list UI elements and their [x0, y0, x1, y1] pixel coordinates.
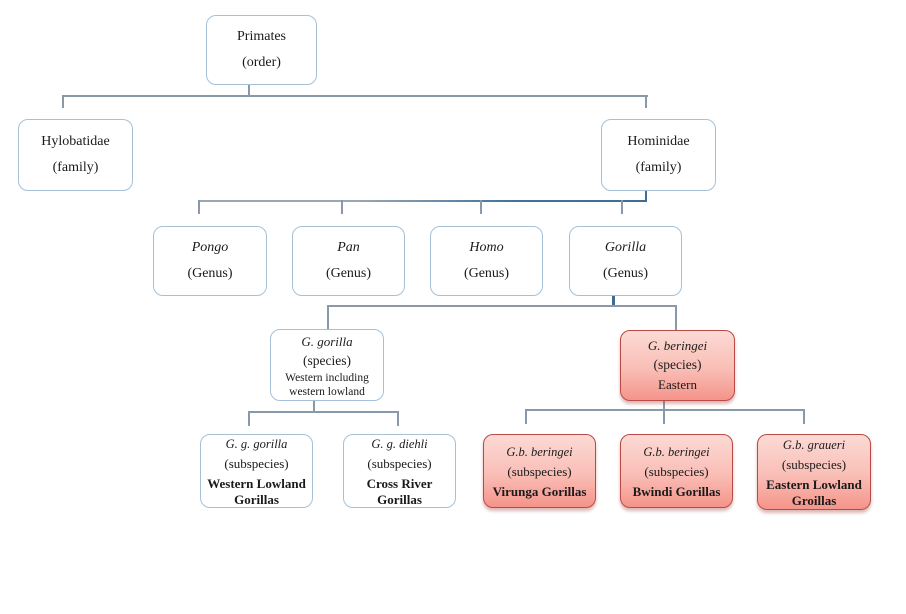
connector-gg-gorilla-drop: [248, 411, 250, 426]
connector-virunga-drop: [525, 409, 527, 424]
connector-graueri-drop: [803, 409, 805, 424]
connector-homo-drop: [480, 200, 482, 214]
node-rank: (Genus): [602, 266, 649, 281]
node-gg-diehli: G. g. diehli (subspecies) Cross River Go…: [343, 434, 456, 508]
connector-eastern-subspecies-branch: [525, 409, 805, 411]
node-rank: (order): [242, 55, 281, 70]
node-rank: (Genus): [463, 266, 510, 281]
connector-genus-branch: [198, 200, 647, 202]
node-name: G. g. gorilla: [225, 436, 288, 451]
node-rank: (family): [635, 160, 682, 175]
node-name: G.b. graueri: [782, 437, 846, 452]
connector-g-gorilla-drop: [327, 305, 329, 329]
node-common-name: Virunga Gorillas: [492, 483, 587, 499]
connector-species-branch: [327, 305, 675, 307]
connector-pongo-drop: [198, 200, 200, 214]
connector-gorilla-stem: [612, 296, 615, 307]
node-common-name: Cross River Gorillas: [366, 475, 433, 507]
node-rank: (species): [303, 352, 351, 368]
node-common-name: Eastern: [658, 377, 697, 392]
node-gb-graueri: G.b. graueri (subspecies) Eastern Lowlan…: [757, 434, 871, 510]
node-name: G.b. beringei: [506, 444, 573, 459]
node-rank: (species): [653, 357, 702, 372]
node-rank: (family): [52, 160, 99, 175]
connector-g-gorilla-stem: [313, 401, 315, 412]
node-name: Pan: [337, 240, 360, 255]
connector-pan-drop: [341, 200, 343, 214]
node-name: G. gorilla: [301, 333, 353, 349]
connector-hominidae-stem: [645, 191, 647, 202]
node-name: Primates: [237, 29, 286, 44]
connector-gorilla-drop: [621, 200, 623, 214]
node-g-gorilla: G. gorilla (species) Western including w…: [270, 329, 384, 401]
node-name: Homo: [469, 240, 504, 255]
node-g-beringei: G. beringei (species) Eastern: [620, 330, 735, 401]
node-name: Hominidae: [627, 134, 690, 149]
node-gb-beringei-bwindi: G.b. beringei (subspecies) Bwindi Gorill…: [620, 434, 733, 508]
node-homo: Homo (Genus): [430, 226, 543, 296]
node-pan: Pan (Genus): [292, 226, 405, 296]
node-common-name: Western Lowland Gorillas: [207, 475, 306, 507]
node-gorilla: Gorilla (Genus): [569, 226, 682, 296]
node-common-name: Eastern Lowland Groillas: [766, 476, 862, 508]
connector-gg-diehli-drop: [397, 411, 399, 426]
connector-hominidae-drop: [645, 95, 647, 108]
connector-family-branch: [62, 95, 648, 97]
node-rank: (Genus): [325, 266, 372, 281]
node-common-name: Bwindi Gorillas: [632, 483, 721, 499]
node-name: G. beringei: [647, 338, 708, 353]
node-common-name: Western including western lowland: [285, 371, 369, 398]
node-name: G. g. diehli: [371, 436, 428, 451]
node-hominidae: Hominidae (family): [601, 119, 716, 191]
node-hylobatidae: Hylobatidae (family): [18, 119, 133, 191]
connector-hylobatidae-drop: [62, 95, 64, 108]
node-rank: (subspecies): [507, 463, 572, 479]
node-rank: (subspecies): [367, 455, 432, 471]
node-gg-gorilla: G. g. gorilla (subspecies) Western Lowla…: [200, 434, 313, 508]
node-rank: (subspecies): [644, 463, 709, 479]
connector-g-beringei-stem: [663, 401, 665, 411]
node-rank: (subspecies): [224, 455, 289, 471]
node-name: Hylobatidae: [41, 134, 110, 149]
node-rank: (subspecies): [781, 456, 847, 472]
connector-bwindi-drop: [663, 409, 665, 424]
node-gb-beringei-virunga: G.b. beringei (subspecies) Virunga Goril…: [483, 434, 596, 508]
connector-g-beringei-drop: [675, 305, 677, 330]
node-primates: Primates (order): [206, 15, 317, 85]
node-rank: (Genus): [187, 266, 233, 281]
connector-primates-stem: [248, 85, 250, 95]
connector-western-subspecies-branch: [248, 411, 397, 413]
node-pongo: Pongo (Genus): [153, 226, 267, 296]
node-name: G.b. beringei: [643, 444, 710, 459]
node-name: Pongo: [191, 240, 229, 255]
node-name: Gorilla: [604, 240, 647, 255]
